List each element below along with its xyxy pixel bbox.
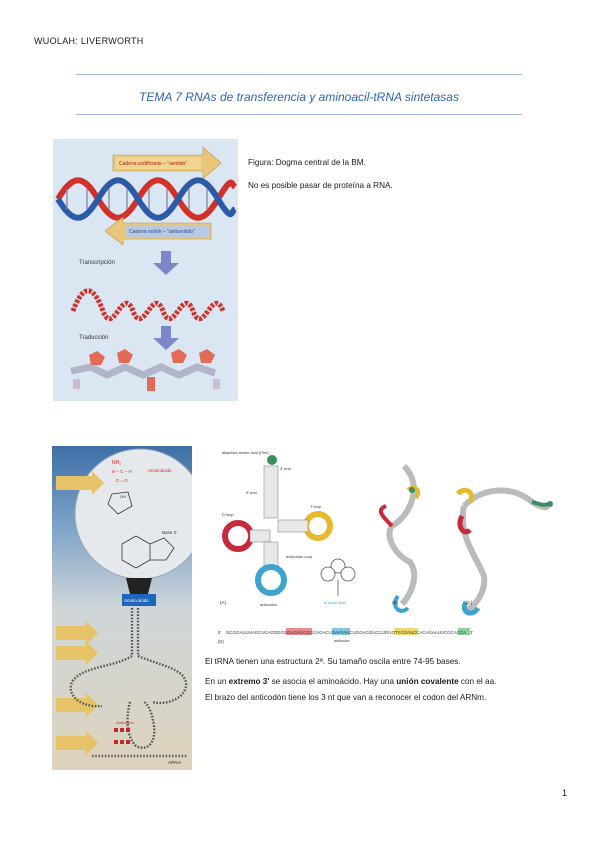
sequence-suffix: 3' [470, 630, 473, 635]
panel-a-label: (A) [220, 600, 227, 605]
central-dogma-figure: Cadena codificante – "sentido" Cadena mo… [53, 139, 238, 401]
base-label: Base 3' [162, 530, 177, 535]
trna-sequence: GCGGAUUUAGCUCAGDDGGGAGAGCGCCAGACUGAAYAUC… [226, 630, 466, 635]
dloop-label: D loop [222, 512, 234, 517]
panel-b-label: (B) [392, 600, 399, 605]
clover-label: a clover leaf [324, 600, 346, 605]
svg-text:OH: OH [120, 494, 126, 499]
panel-c-label: (C) [466, 600, 473, 605]
end3-label: 3' end [280, 466, 291, 471]
template-strand-label: Cadena molde – "antisentido" [129, 229, 195, 235]
figure1-caption: Figura: Dogma central de la BM. [248, 158, 366, 167]
top-rule [76, 74, 522, 75]
arnm-label: ARNm [168, 760, 182, 765]
anticodon-loop-label: anticodon loop [286, 554, 313, 559]
figure1-note: No es posible pasar de proteína a RNA. [248, 181, 393, 190]
panel-d-label: (D) [218, 639, 224, 644]
paragraph-anticodon: El brazo del anticodón tiene los 3 nt qu… [205, 693, 487, 702]
page-number: 1 [561, 788, 567, 798]
amino-acid-label: Amino ácido [124, 598, 149, 603]
paragraph-extremo: En un extremo 3' se asocia el aminoácido… [205, 677, 497, 686]
translation-label: Traducción [79, 335, 108, 341]
attached-aa-label: attached amino acid (Phe) [222, 450, 269, 455]
svg-text:C = O: C = O [116, 478, 128, 483]
anticodon-pair-label: Anticodón [116, 720, 134, 725]
sequence-prefix: 5' [218, 630, 221, 635]
anticodon-label: anticodon [260, 602, 277, 607]
tloop-label: T loop [310, 504, 322, 509]
document-title: TEMA 7 RNAs de transferencia y aminoacil… [139, 90, 459, 104]
bottom-rule [76, 114, 522, 115]
document-header: WUOLAH: LIVERWORTH [34, 36, 144, 46]
aminoacyl-trna-figure: NH₂ H – C – H C = O Aminoácido OH Base 3… [52, 446, 206, 770]
trna-structure-figure: attached amino acid (Phe) 3' end 5' end … [214, 446, 562, 646]
coding-strand-label: Cadena codificante – "sentido" [119, 161, 187, 167]
nh2-label: NH₂ [112, 460, 121, 466]
svg-text:H – C – H: H – C – H [112, 469, 132, 474]
anticodon-mark: anticodon [334, 639, 350, 643]
paragraph-structure: El tRNA tienen una estructura 2ª. Su tam… [205, 657, 461, 666]
transcription-label: Transcripción [79, 260, 115, 266]
end5-label: 5' end [246, 490, 257, 495]
aminoacid-label: Aminoácido [148, 468, 172, 473]
